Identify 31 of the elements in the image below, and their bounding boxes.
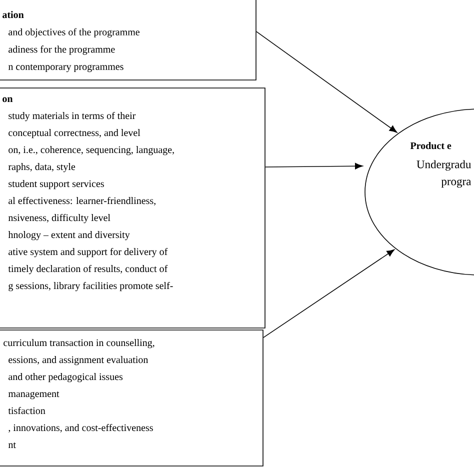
text-box — [0, 88, 266, 328]
text-line: nsiveness, difficulty level — [8, 214, 110, 224]
ellipse-heading: Product e — [410, 142, 452, 150]
text-line: tisfaction — [8, 406, 46, 414]
text-line: timely declaration of results, conduct of — [8, 264, 168, 274]
text-line: study materials in terms of their — [8, 112, 136, 122]
box-heading: on — [2, 97, 13, 102]
text-line: conceptual correctness, and level — [8, 129, 140, 138]
text-line: al effectiveness: learner-friendliness, — [8, 196, 156, 206]
text-line: n contemporary programmes — [8, 64, 124, 72]
text-line: essions, and assignment evaluation — [8, 356, 148, 366]
arrow — [256, 31, 398, 133]
arrow — [265, 162, 363, 170]
text-line: nt — [8, 442, 16, 448]
text-line: raphs, data, style — [8, 163, 76, 172]
text-line: and objectives of the programme — [8, 28, 140, 38]
text-line: adiness for the programme — [8, 46, 115, 55]
text-line: student support services — [8, 180, 104, 190]
text-line: and other pedagogical issues — [8, 373, 123, 382]
text-line: curriculum transaction in counselling, — [4, 339, 154, 348]
box-heading: ation — [2, 11, 24, 18]
text-line: , innovations, and cost-effectiveness — [8, 424, 153, 433]
text-line: hnology – extent and diversity — [8, 231, 130, 240]
arrow — [263, 249, 395, 338]
text-line: g sessions, library facilities promote self- — [8, 282, 173, 292]
text-line: on, i.e., coherence, sequencing, language, — [8, 146, 174, 156]
text-box — [0, 0, 256, 80]
ellipse-text: Undergradu progra — [416, 160, 472, 188]
text-box — [0, 330, 264, 466]
text-line: ative system and support for delivery of — [8, 248, 168, 258]
text-line: management — [8, 391, 60, 400]
